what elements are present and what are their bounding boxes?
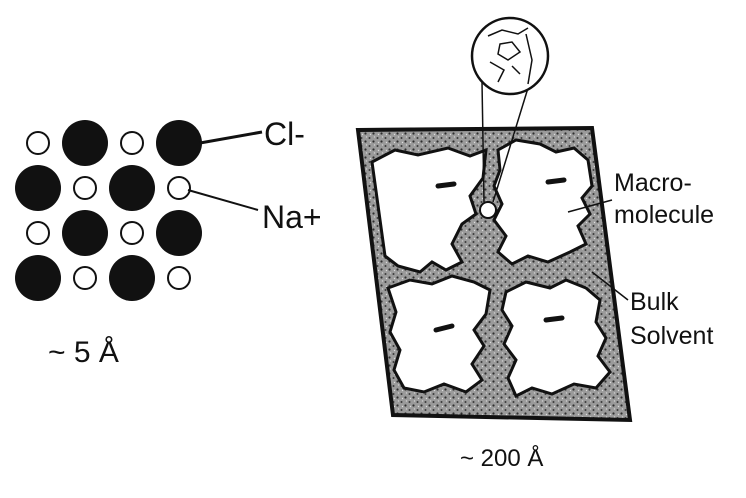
chloride-ion [15,165,61,211]
chloride-ion [109,165,155,211]
magnified-interface-circle [470,16,550,96]
macromolecule-top-left [370,146,488,274]
sodium-ion [167,176,191,200]
macromolecule-leader-line [567,199,613,213]
chloride-ion [156,210,202,256]
chloride-ion [109,255,155,301]
macromolecule-bottom-right [500,278,612,399]
chloride-label: Cl- [264,116,305,152]
sodium-label: Na+ [262,199,322,235]
salt-scale-label: ~ 5 Å [48,336,119,369]
nacl-lattice [15,120,202,301]
sodium-leader-line [187,189,259,211]
sodium-ion [26,221,50,245]
macromolecule-top-right [492,138,594,266]
sodium-ion [167,266,191,290]
chloride-ion [156,120,202,166]
contact-spot [479,201,497,219]
sodium-ion [120,131,144,155]
sodium-ion [73,176,97,200]
sodium-ion [73,266,97,290]
side-chain-marks [433,177,567,333]
macromolecule-label-line-1: Macro- [614,169,692,197]
protein-scale-label: ~ 200 Å [460,444,543,472]
macromolecule-label: Macro- molecule [614,169,714,229]
magnified-interface-detail [487,27,533,85]
macromolecule-label-line-2: molecule [614,201,714,229]
chloride-ion [15,255,61,301]
chloride-leader-line [199,130,263,145]
macromolecule-bottom-left [386,274,492,394]
protein-crystal-unit-cell [355,16,633,423]
bulk-solvent-label: Bulk Solvent [630,288,713,350]
contact-magnifier [470,16,550,219]
chloride-ion [62,120,108,166]
bulk-solvent-label-line-1: Bulk [630,288,679,316]
sodium-ion [120,221,144,245]
sodium-ion [26,131,50,155]
chloride-ion [62,210,108,256]
bulk-solvent-leader-line [591,271,629,301]
bulk-solvent-label-line-2: Solvent [630,322,713,350]
